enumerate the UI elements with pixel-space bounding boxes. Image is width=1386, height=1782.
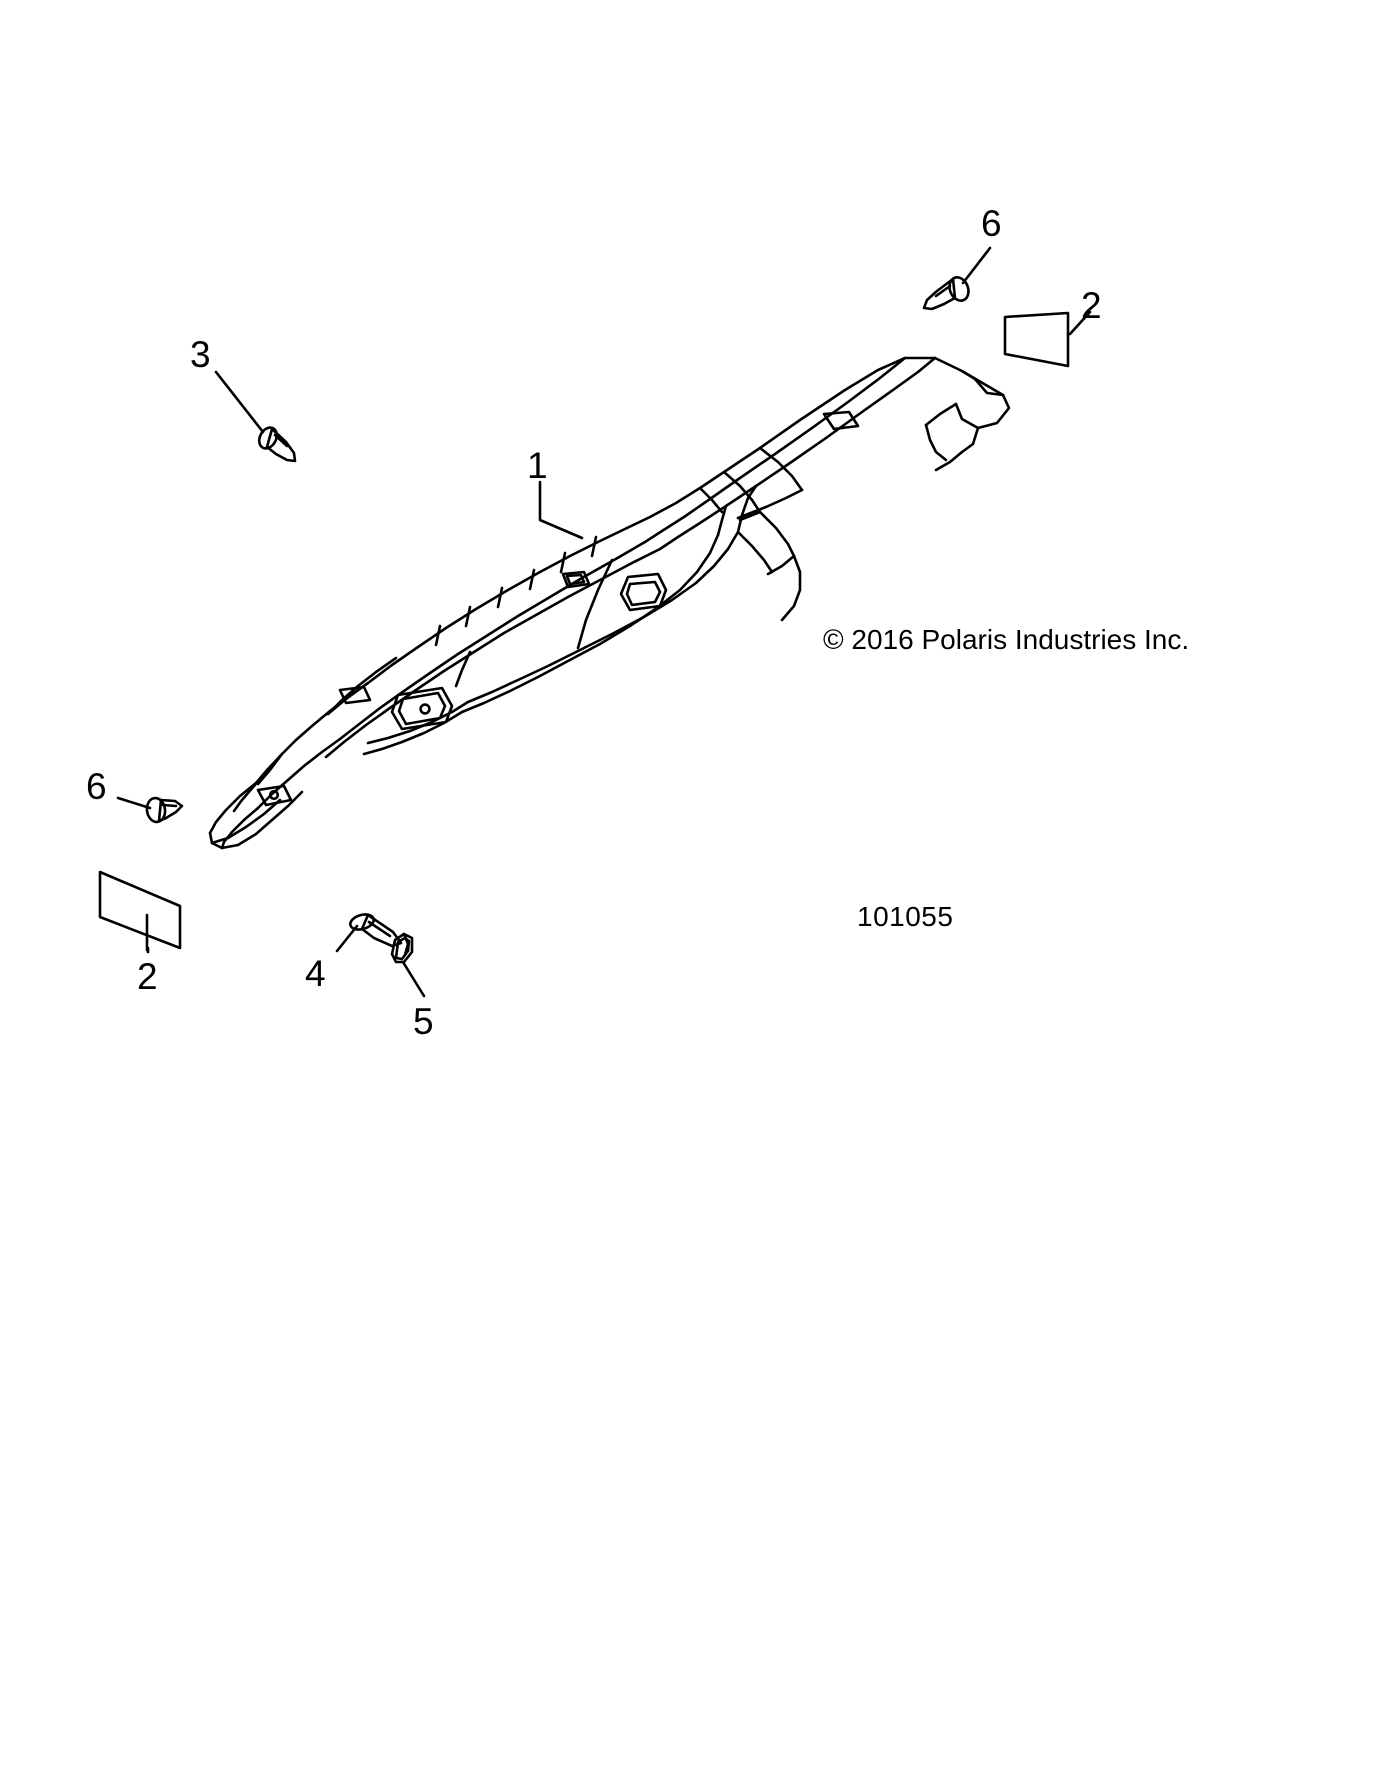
part-4-push-pin	[349, 913, 403, 948]
leader-5	[401, 960, 426, 998]
leader-4	[335, 924, 359, 953]
callout-label-2-bottom: 2	[137, 956, 158, 997]
part-2-bottom-decal	[98, 870, 182, 950]
callout-label-6-top: 6	[981, 203, 1002, 244]
callout-label-2-top: 2	[1081, 285, 1102, 326]
leader-6-top	[961, 246, 992, 285]
drawing-number: 101055	[857, 901, 954, 932]
callout-label-6-left: 6	[86, 766, 107, 807]
leader-6-left	[116, 796, 152, 810]
part-6-left-rivet	[145, 796, 184, 824]
part-3-rivet	[257, 426, 297, 463]
part-5-clip	[390, 932, 414, 964]
leader-3	[214, 370, 265, 434]
part-6-top-rivet	[922, 276, 970, 311]
leader-1	[538, 480, 584, 540]
callout-label-5: 5	[413, 1001, 434, 1042]
callout-label-1: 1	[527, 445, 548, 486]
part-2-top-decal	[1003, 311, 1070, 368]
leader-2-top	[1068, 310, 1092, 336]
callout-label-3: 3	[190, 334, 211, 375]
front-bumper-assembly-outline	[208, 356, 1011, 850]
callout-label-4: 4	[305, 953, 326, 994]
copyright-notice: © 2016 Polaris Industries Inc.	[823, 624, 1190, 655]
